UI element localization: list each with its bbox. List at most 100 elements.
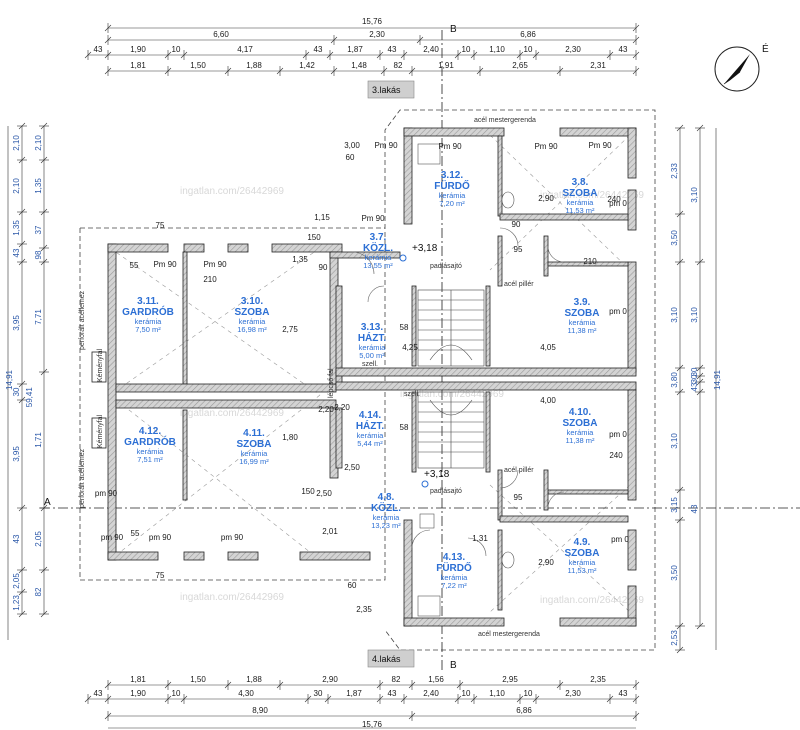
interior-dimension-text: Pm 90 [361, 214, 385, 223]
interior-dimension-text: 58 [400, 323, 409, 332]
room-area: 11,38 m² [565, 436, 595, 445]
flat-label-bottom-box: 4.lakás [367, 649, 415, 668]
interior-dimension-text: 55 [130, 261, 139, 270]
dimension-text: 2,90 [322, 675, 338, 684]
elevation-marker-top [399, 254, 407, 262]
dimension-text: 2,35 [590, 675, 606, 684]
ledge-bottom-label: padlásajtó [430, 488, 462, 495]
section-b-label-top: B [450, 24, 457, 35]
room-number: 4.11. [243, 428, 265, 439]
dimension-text: 1,10 [489, 45, 505, 54]
dimension-text: 1,91 [438, 61, 454, 70]
dimension-text: 9,41 [25, 387, 34, 403]
staircase-bottom [417, 391, 485, 469]
room-name: SZOBA [565, 548, 600, 559]
room-name: SZOBA [237, 439, 272, 450]
dimension-text: 6,86 [516, 706, 532, 715]
dimension-text: 2,40 [423, 689, 439, 698]
walls [107, 127, 637, 627]
dimension-text: 1,56 [428, 675, 444, 684]
roof-diagonals [109, 134, 631, 613]
dimension-text: 2,05 [12, 573, 21, 589]
dimension-text: 8,90 [252, 706, 268, 715]
dimension-text: 3,50 [670, 230, 679, 246]
dimension-text: 2,33 [670, 163, 679, 179]
dimension-text: 1,23 [12, 595, 21, 611]
room-material: kerámia [239, 317, 267, 326]
room-material: kerámia [569, 558, 597, 567]
north-label: É [762, 42, 769, 55]
room-name: KÖZL. [363, 241, 393, 254]
dimension-text: 3,50 [670, 565, 679, 581]
interior-dimension-text: pm 0 [609, 307, 627, 316]
dimension-text: 1,88 [246, 61, 262, 70]
elevation-marker-bottom [421, 480, 429, 488]
interior-dimension-text: 4,25 [402, 343, 418, 352]
dimension-text: 37 [34, 225, 43, 234]
dimension-text: 3,10 [670, 433, 679, 449]
room-number: 3.8. [572, 177, 589, 188]
interior-dimension-text: pm 90 [221, 533, 244, 542]
room-material: kerámia [567, 198, 595, 207]
interior-dimension-text: 2,75 [282, 325, 298, 334]
interior-dimension-text: pm 0 [609, 199, 627, 208]
dimension-text: 98 [34, 250, 43, 259]
room-number: 3.9. [574, 297, 591, 308]
interior-dimension-text: 210 [203, 275, 217, 284]
dimension-text: 10 [524, 689, 533, 698]
room-number: 3.13. [361, 322, 383, 333]
room-name: SZOBA [235, 307, 270, 318]
room-name: GARDRÓB [122, 305, 174, 318]
dimension-text: 7,71 [34, 309, 43, 325]
flat-label-top: 3.lakás [372, 85, 401, 95]
chimney-top [91, 351, 107, 383]
room-number: 4.12. [139, 426, 161, 437]
dimension-text: 2,30 [565, 689, 581, 698]
room-area: 7,20 m² [439, 199, 465, 208]
beam-bottom-label: acél mestergerenda [478, 631, 540, 638]
room-number: 4.14. [359, 410, 381, 421]
interior-dimension-text: Pm 90 [374, 141, 398, 150]
room-area: 16,99 m² [239, 457, 269, 466]
watermark-text: ingatlan.com/26442969 [400, 389, 504, 400]
room-area: 11,38 m² [567, 326, 597, 335]
interior-dimension-text: 3,00 [344, 141, 360, 150]
interior-dimension-text: 2,50 [344, 463, 360, 472]
dimension-text: 1,42 [299, 61, 315, 70]
dimension-text: 3,10 [690, 187, 699, 203]
watermark-text: ingatlan.com/26442969 [180, 186, 284, 197]
dimension-text: 1,87 [346, 689, 362, 698]
interior-dimension-text: Pm 90 [438, 142, 462, 151]
dimension-text: 4,30 [238, 689, 254, 698]
interior-dimension-text: 2,20 [318, 405, 334, 414]
room-material: kerámia [441, 573, 469, 582]
dimension-text: 3,95 [12, 446, 21, 462]
room-name: SZOBA [565, 308, 600, 319]
room-area: 5,00 m² [359, 351, 385, 360]
dimension-text: 2,95 [502, 675, 518, 684]
room-name: KÖZL. [371, 501, 401, 514]
interior-dimension-text: 1,15 [314, 213, 330, 222]
dimension-text: 1,48 [351, 61, 367, 70]
dimension-text: 82 [392, 675, 401, 684]
interior-dimension-text: 90 [319, 263, 328, 272]
room-material: kerámia [439, 191, 467, 200]
dimension-text: 1,88 [246, 675, 262, 684]
dimension-text: 2,40 [423, 45, 439, 54]
dimension-text: 82 [394, 61, 403, 70]
room-name: SZOBA [563, 188, 598, 199]
aerator-top-label: perforált acéllemez [79, 290, 86, 350]
watermarks: ingatlan.com/26442969 ingatlan.com/26442… [180, 186, 644, 606]
watermark-text: ingatlan.com/26442969 [540, 595, 644, 606]
interior-dimension-text: 210 [583, 257, 597, 266]
dimension-text: 6,86 [520, 30, 536, 39]
interior-dimension-text: 2,01 [322, 527, 338, 536]
interior-dimension-text: 2,50 [316, 489, 332, 498]
pillar-bottom-label: acél pillér [504, 467, 534, 474]
room-area: 5,44 m² [357, 439, 383, 448]
